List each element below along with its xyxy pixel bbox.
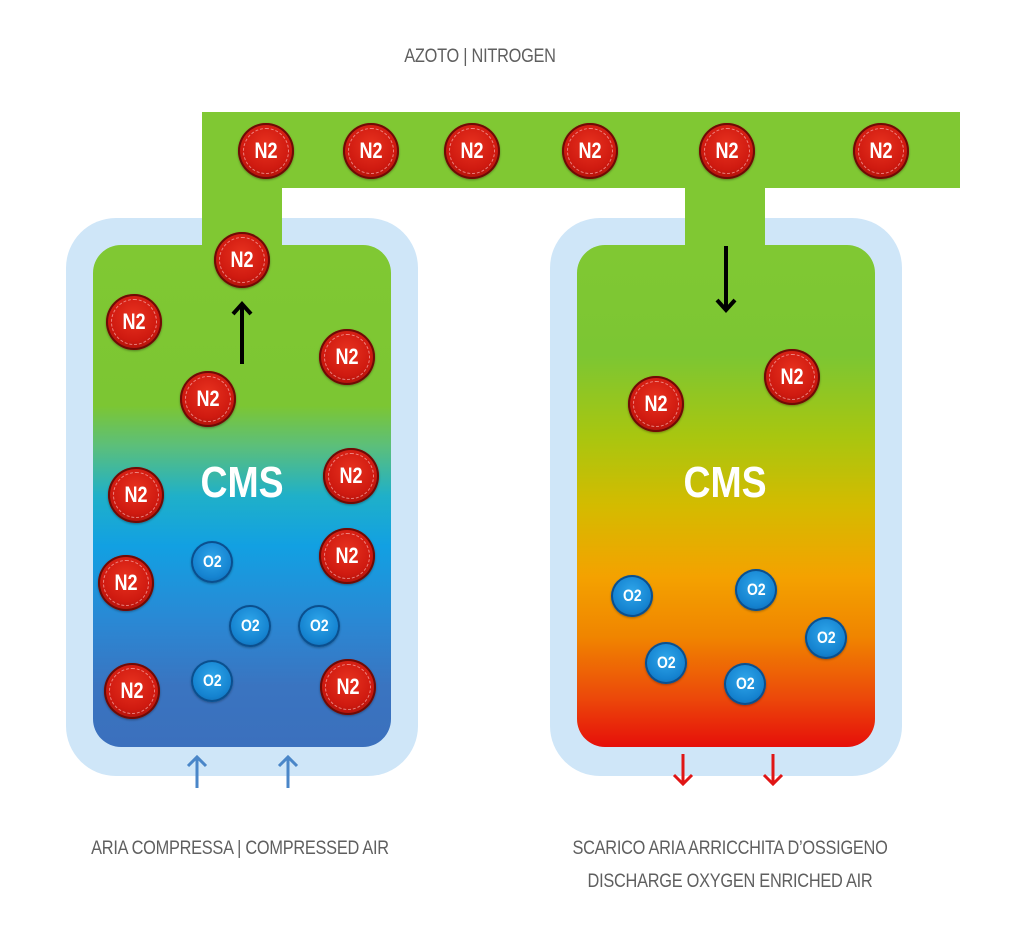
- o2-molecule-left: O2: [229, 605, 271, 647]
- n2-molecule-left: N2: [180, 371, 236, 427]
- o2-molecule-right: O2: [611, 575, 653, 617]
- nitrogen-title: AZOTO | NITROGEN: [404, 46, 556, 67]
- inlet-arrow-icon: [186, 754, 208, 788]
- n2-molecule-left: N2: [214, 232, 270, 288]
- n2-molecule-left: N2: [323, 448, 379, 504]
- right-vessel-cms-bed: [577, 245, 875, 747]
- o2-molecule-right: O2: [645, 642, 687, 684]
- flow-up-arrow-icon: [231, 301, 253, 364]
- o2-molecule-left: O2: [191, 541, 233, 583]
- left-cms-label: CMS: [200, 458, 284, 507]
- n2-molecule-left: N2: [320, 659, 376, 715]
- n2-molecule-pipe: N2: [343, 123, 399, 179]
- n2-molecule-left: N2: [106, 294, 162, 350]
- n2-molecule-left: N2: [108, 467, 164, 523]
- o2-molecule-right: O2: [735, 569, 777, 611]
- o2-molecule-left: O2: [298, 605, 340, 647]
- n2-molecule-pipe: N2: [444, 123, 500, 179]
- discharge-caption-italian: SCARICO ARIA ARRICCHITA D’OSSIGENO: [572, 838, 888, 859]
- right-cms-label: CMS: [683, 458, 767, 507]
- o2-molecule-right: O2: [724, 663, 766, 705]
- outlet-arrow-icon: [672, 754, 694, 787]
- n2-molecule-left: N2: [98, 555, 154, 611]
- n2-molecule-pipe: N2: [238, 123, 294, 179]
- n2-molecule-pipe: N2: [699, 123, 755, 179]
- n2-molecule-right: N2: [764, 349, 820, 405]
- outlet-arrow-icon: [762, 754, 784, 787]
- n2-molecule-right: N2: [628, 376, 684, 432]
- n2-molecule-pipe: N2: [562, 123, 618, 179]
- inlet-arrow-icon: [277, 754, 299, 788]
- n2-molecule-left: N2: [319, 528, 375, 584]
- n2-molecule-left: N2: [104, 663, 160, 719]
- discharge-caption-english: DISCHARGE OXYGEN ENRICHED AIR: [587, 871, 873, 892]
- flow-down-arrow-icon: [715, 246, 737, 313]
- o2-molecule-left: O2: [191, 660, 233, 702]
- n2-molecule-left: N2: [319, 329, 375, 385]
- o2-molecule-right: O2: [805, 617, 847, 659]
- n2-molecule-pipe: N2: [853, 123, 909, 179]
- compressed-air-caption: ARIA COMPRESSA | COMPRESSED AIR: [91, 838, 389, 859]
